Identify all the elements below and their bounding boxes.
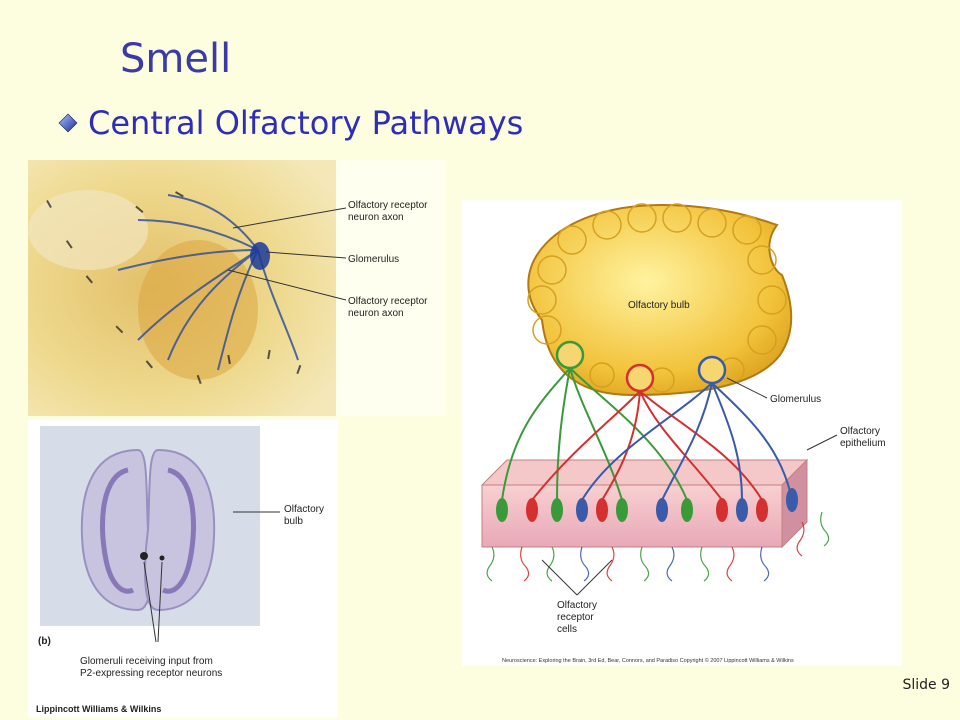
bullet-item: Central Olfactory Pathways — [58, 104, 523, 142]
olfactory-bulb-label: Olfactory bulb — [628, 300, 690, 311]
diagram-copyright: Neuroscience: Exploring the Brain, 3rd E… — [502, 657, 794, 664]
glomerulus-label-photo: Glomerulus — [348, 254, 399, 265]
glomeruli-caption-line2: P2-expressing receptor neurons — [80, 668, 222, 679]
figure-pathway-diagram: Olfactory bulb — [462, 200, 902, 666]
receptor-cells-label-line3: cells — [557, 624, 577, 635]
slide-title: Smell — [120, 36, 232, 82]
panel-letter-b: (b) — [38, 636, 51, 647]
axon-label-top-line1: Olfactory receptor — [348, 200, 428, 211]
diamond-bullet-icon — [58, 113, 78, 133]
axon-label-bottom-line2: neuron axon — [348, 308, 404, 319]
figure-bulb-section: Olfactory bulb (b) Glomeruli receiving i… — [28, 420, 338, 718]
glomeruli-caption-line1: Glomeruli receiving input from — [80, 656, 213, 667]
publisher-credit: Lippincott Williams & Wilkins — [36, 704, 161, 714]
figure-axon-photo: Olfactory receptor neuron axon Glomerulu… — [28, 160, 446, 416]
glomerulus-label-diagram: Glomerulus — [770, 394, 821, 405]
bulb-section-label-line2: bulb — [284, 516, 303, 527]
slide-number: Slide 9 — [902, 677, 950, 693]
axon-label-top-line2: neuron axon — [348, 212, 404, 223]
epithelium-label-line2: epithelium — [840, 438, 886, 449]
axon-label-bottom-line1: Olfactory receptor — [348, 296, 428, 307]
bullet-text: Central Olfactory Pathways — [88, 104, 524, 142]
receptor-cells-label-line1: Olfactory — [557, 600, 597, 611]
receptor-cells-label-line2: receptor — [557, 612, 594, 623]
epithelium-label-line1: Olfactory — [840, 426, 880, 437]
bulb-section-label-line1: Olfactory — [284, 504, 324, 515]
